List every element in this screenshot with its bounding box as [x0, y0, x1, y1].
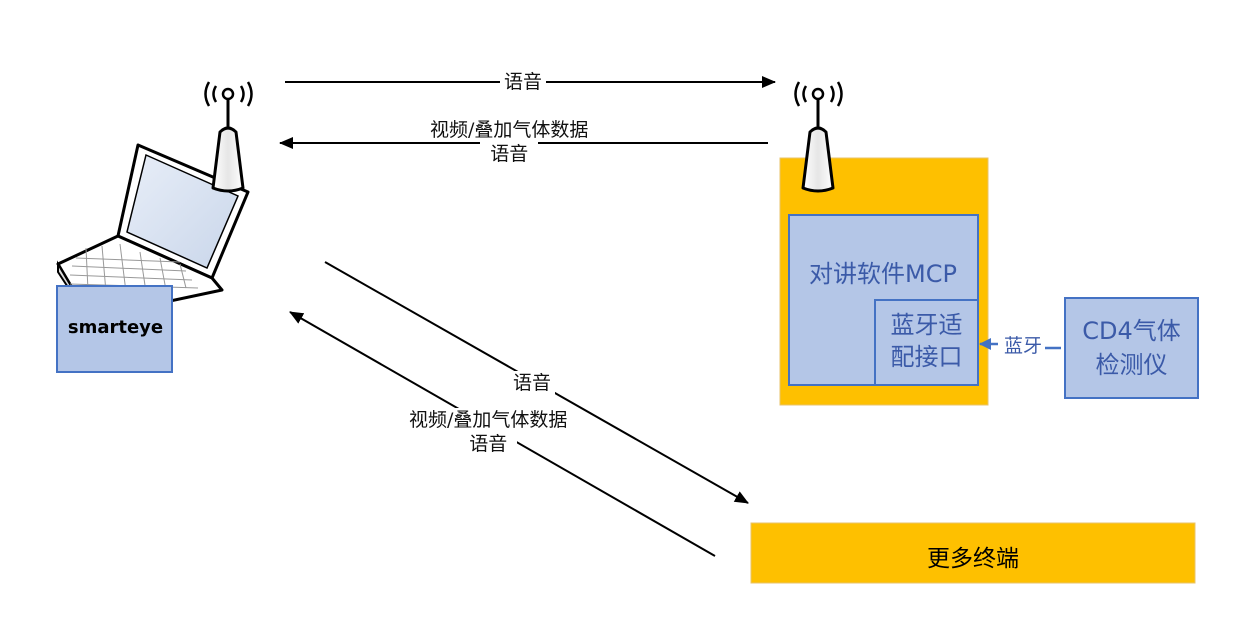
mcp-title: 对讲软件MCP	[809, 260, 957, 288]
top-back-label-line2: 语音	[480, 142, 539, 166]
top-back-label: 视频/叠加气体数据 语音	[426, 118, 593, 166]
bt-adapter-line2: 配接口	[890, 343, 963, 371]
cd4-label: CD4气体 检测仪	[1066, 314, 1197, 382]
smarteye-label: smarteye	[67, 317, 164, 338]
diag-forward-label: 语音	[509, 371, 556, 395]
diag-back-label-line2: 语音	[459, 432, 518, 456]
top-forward-label: 语音	[500, 70, 547, 94]
bt-adapter-box	[874, 299, 979, 386]
cd4-line2: 检测仪	[1095, 351, 1168, 379]
more-terminals-box	[750, 522, 1196, 584]
antenna-icon-right	[794, 81, 843, 128]
bluetooth-label: 蓝牙	[1003, 335, 1042, 357]
more-terminals-label: 更多终端	[927, 546, 1019, 572]
diag-back-label-line1: 视频/叠加气体数据	[405, 408, 572, 432]
bt-adapter-line1: 蓝牙适	[890, 311, 963, 339]
diag-back-label: 视频/叠加气体数据 语音	[405, 408, 572, 456]
smarteye-box	[56, 285, 173, 373]
cd4-detector-box	[1064, 297, 1199, 399]
antenna-body-right	[801, 126, 835, 193]
bt-adapter-label: 蓝牙适 配接口	[876, 309, 977, 373]
top-back-label-line1: 视频/叠加气体数据	[426, 118, 593, 142]
cd4-line1: CD4气体	[1082, 317, 1181, 345]
antenna-icon-left	[204, 81, 253, 193]
